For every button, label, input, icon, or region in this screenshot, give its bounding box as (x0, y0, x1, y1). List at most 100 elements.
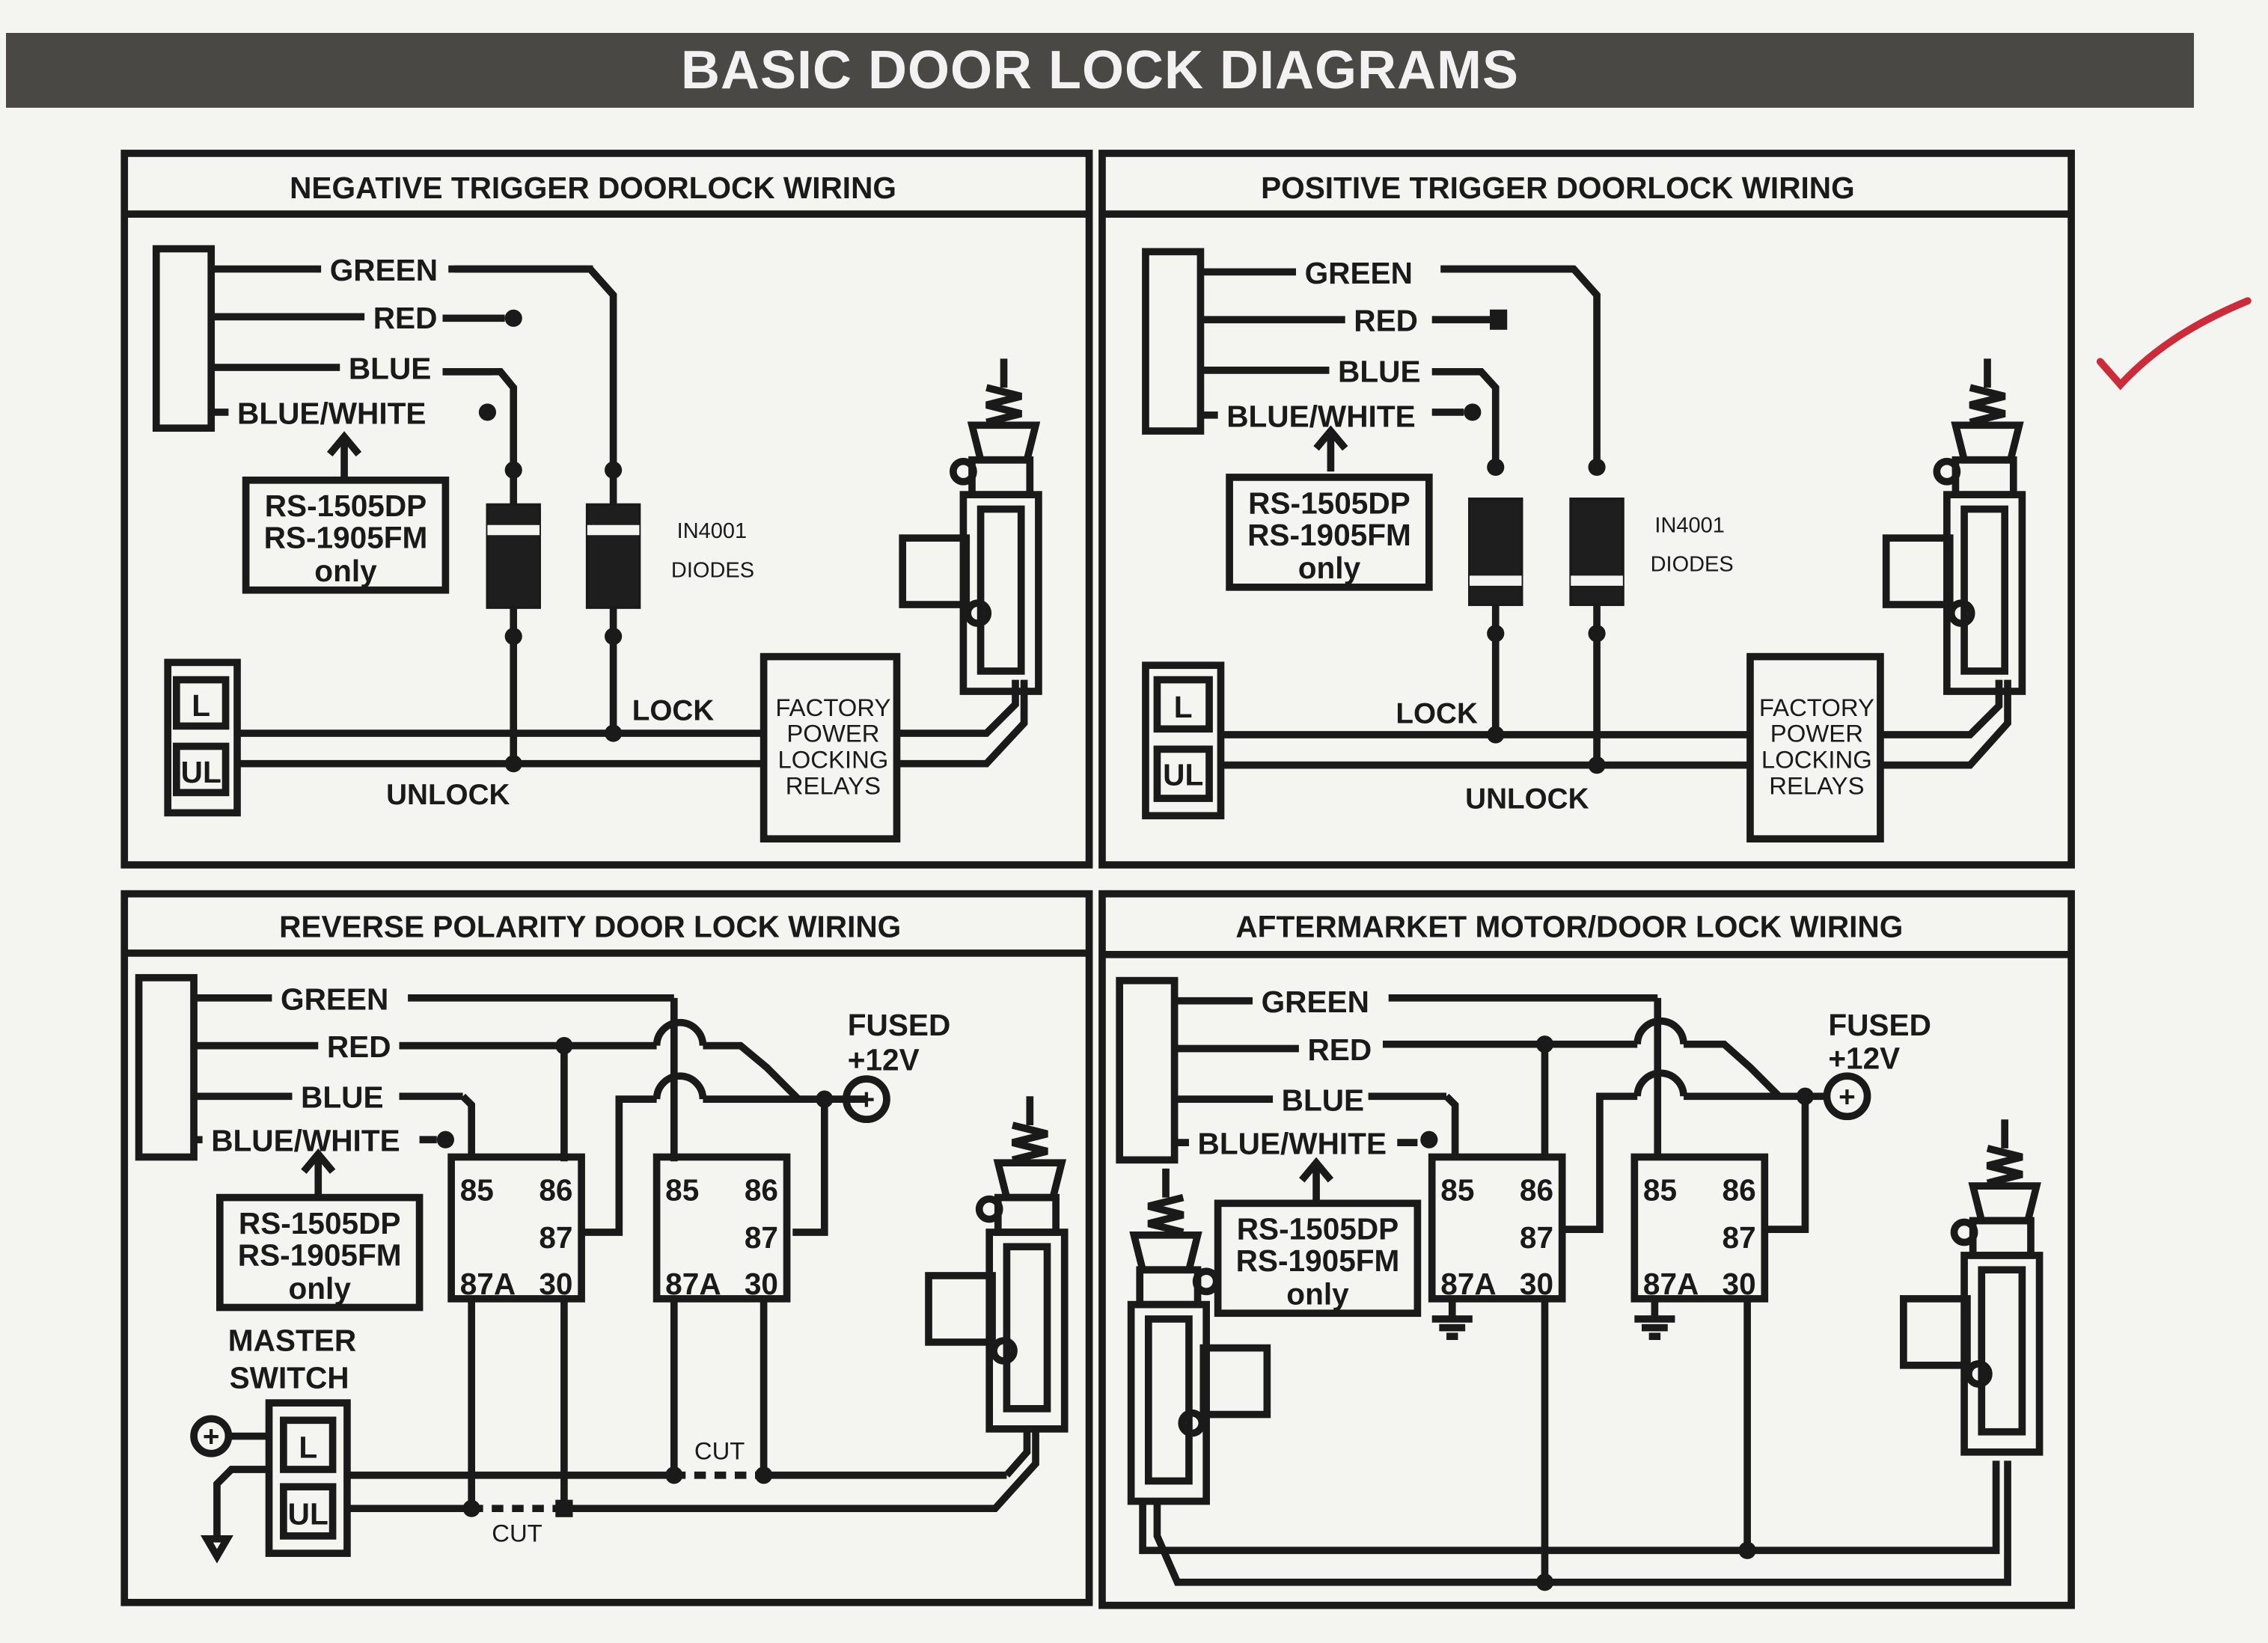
diode-body (486, 503, 541, 609)
actuator-inner (1978, 1266, 2026, 1436)
blue-wire (1443, 1093, 1459, 1157)
door-lock-actuator (1882, 358, 2026, 695)
actuator-collar (968, 456, 1034, 498)
panel-positive-trigger: POSITIVE TRIGGER DOORLOCK WIRING GREEN RED… (1098, 150, 2075, 869)
actuator-collar (1951, 456, 2017, 498)
switch-ground-wire (213, 1466, 269, 1536)
relay-pin-87a: 87A (1643, 1267, 1699, 1301)
red-wire-label: RED (1354, 304, 1418, 338)
door-lock-actuator (899, 358, 1042, 695)
actuator-collar (1136, 1266, 1202, 1309)
lock-label: LOCK (632, 695, 715, 727)
model-note-box (1226, 474, 1433, 591)
actuator-inner (1144, 1315, 1193, 1485)
diode-body (1468, 498, 1523, 606)
fused-voltage-label: +12V (848, 1042, 920, 1077)
factory-relays-label: FACTORY (775, 694, 890, 721)
green-wire-label: GREEN (281, 982, 388, 1016)
actuator-spring (985, 384, 1022, 426)
actuator-body (1127, 1300, 1210, 1505)
fused-label: FUSED (1828, 1008, 1931, 1042)
actuator-body (959, 491, 1042, 695)
lock-button (172, 676, 230, 730)
red-wire-label: RED (327, 1029, 391, 1064)
unlock-button (172, 742, 230, 797)
actuator-bracket (925, 1272, 996, 1346)
lock-button (1153, 676, 1213, 733)
page-title: BASIC DOOR LOCK DIAGRAMS (681, 40, 1519, 100)
factory-relays-label: RELAYS (786, 771, 881, 799)
green-wire-label: GREEN (1262, 985, 1369, 1019)
relay-pin-86: 86 (539, 1172, 572, 1207)
harness-connector (1116, 976, 1179, 1164)
model-note-line-3: only (1298, 551, 1361, 585)
actuator-collar (994, 1193, 1060, 1236)
actuator-mount-hole (1933, 457, 1961, 486)
actuator-inner (976, 505, 1025, 675)
diode-band (487, 524, 540, 536)
relay-pin-85: 85 (1440, 1172, 1474, 1207)
title-banner: BASIC DOOR LOCK DIAGRAMS (6, 33, 2194, 108)
panel-title: POSITIVE TRIGGER DOORLOCK WIRING (1261, 171, 1855, 205)
wire-crossover (652, 1018, 707, 1046)
green-wire-label: GREEN (330, 253, 438, 287)
actuator-mount-hole (964, 599, 992, 628)
cut-label: CUT (694, 1437, 745, 1464)
actuator-spring (1147, 1193, 1185, 1236)
junction-dot (1487, 625, 1505, 643)
lock-label: LOCK (1396, 698, 1478, 730)
wire-crossover (1633, 1018, 1687, 1044)
actuator-inner (1003, 1243, 1051, 1413)
actuator-collar (1969, 1217, 2035, 1259)
diodes-label: DIODES (671, 558, 754, 582)
blue-white-wire-label: BLUE/WHITE (1226, 399, 1415, 433)
green-wire-label: GREEN (1305, 256, 1413, 290)
actuator-spring (1011, 1122, 1048, 1164)
lock-button-label: L (299, 1431, 317, 1465)
actuator-inner (1960, 505, 2009, 675)
door-lock-actuator (1127, 1168, 1271, 1505)
arrow-head (1299, 1157, 1334, 1183)
actuator-body (985, 1229, 1069, 1433)
actuator-mount-hole (950, 457, 977, 486)
wire-crossover (652, 1072, 707, 1100)
actuator-body (1960, 1252, 2044, 1456)
red-wire (703, 1041, 801, 1102)
junction-dot (605, 724, 623, 742)
model-note-line-1: RS-1505DP (239, 1206, 401, 1240)
fuse-terminal-icon (842, 1075, 890, 1124)
panel-aftermarket-motor: AFTERMARKET MOTOR/DOOR LOCK WIRINGGREENR… (1098, 890, 2075, 1609)
junction-dot (1588, 756, 1606, 774)
panel-title: NEGATIVE TRIGGER DOORLOCK WIRING (290, 171, 896, 205)
wire-crossover (1633, 1069, 1687, 1097)
relay-box (652, 1153, 791, 1303)
unlock-label: UNLOCK (1465, 783, 1589, 816)
actuator-spring (1986, 1145, 2023, 1187)
blue-wire (1431, 367, 1500, 468)
check-mark-icon (2096, 297, 2252, 391)
relay-pin-87a: 87A (460, 1267, 516, 1301)
unlock-button-label: UL (288, 1496, 328, 1531)
arrow-head (301, 1148, 336, 1174)
harness-connector (1142, 248, 1205, 435)
diode-body (585, 503, 641, 609)
red-wire-label: RED (1307, 1032, 1372, 1067)
lock-button-label: L (1174, 690, 1193, 724)
relay-wire (792, 1099, 828, 1236)
door-lock-actuator (1900, 1119, 2044, 1456)
blue-white-wire-label: BLUE/WHITE (1198, 1127, 1387, 1161)
unlock-label: UNLOCK (386, 779, 510, 811)
relay-box (447, 1153, 585, 1303)
junction-dot (555, 1499, 573, 1517)
relay-pin-86: 86 (1723, 1172, 1756, 1207)
actuator-mount-hole (975, 1195, 1003, 1223)
junction-dot (1487, 726, 1505, 744)
panel-reverse-polarity: REVERSE POLARITY DOOR LOCK WIRINGGREENRE… (120, 890, 1093, 1606)
model-note-line-2: RS-1905FM (264, 521, 428, 555)
fused-voltage-label: +12V (1828, 1041, 1900, 1076)
factory-relays-label: POWER (1770, 720, 1863, 747)
red-wire (1684, 1040, 1782, 1099)
